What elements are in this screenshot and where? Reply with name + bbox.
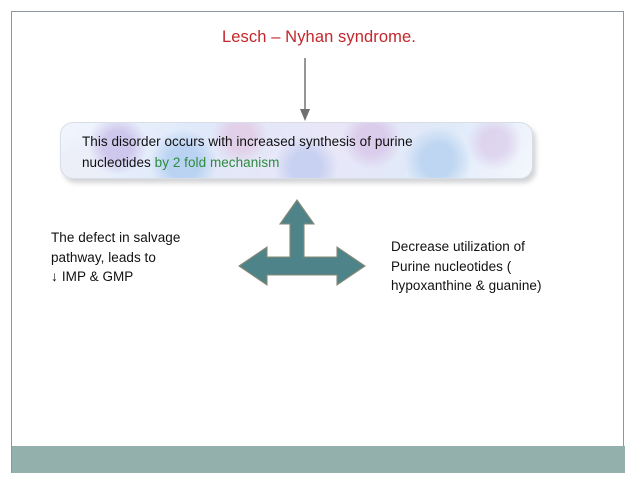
caption-left: The defect in salvage pathway, leads to … <box>51 228 231 287</box>
caption-right-line-3: hypoxanthine & guanine) <box>391 278 542 293</box>
statement-line-2-plain: nucleotides <box>82 155 155 170</box>
tri-directional-arrow-icon <box>236 198 368 288</box>
caption-right-line-1: Decrease utilization of <box>391 239 525 254</box>
statement-line-2-accent: by 2 fold mechanism <box>154 155 280 170</box>
page-title: Lesch – Nyhan syndrome. <box>222 28 416 46</box>
caption-right-line-2: Purine nucleotides ( <box>391 258 512 274</box>
statement-box: This disorder occurs with increased synt… <box>60 122 533 179</box>
caption-left-line-3: IMP & GMP <box>61 269 134 284</box>
caption-left-line-2: pathway, leads to <box>51 249 156 265</box>
caption-right: Decrease utilization of Purine nucleotid… <box>391 237 586 296</box>
caption-left-line-1: The defect in salvage <box>51 230 181 245</box>
footer-band <box>12 446 625 473</box>
statement-text: This disorder occurs with increased synt… <box>82 131 522 173</box>
down-arrow-glyph-icon: ↓ <box>51 268 59 284</box>
arrow-down-icon <box>297 58 313 122</box>
statement-line-1: This disorder occurs with increased synt… <box>82 134 413 149</box>
